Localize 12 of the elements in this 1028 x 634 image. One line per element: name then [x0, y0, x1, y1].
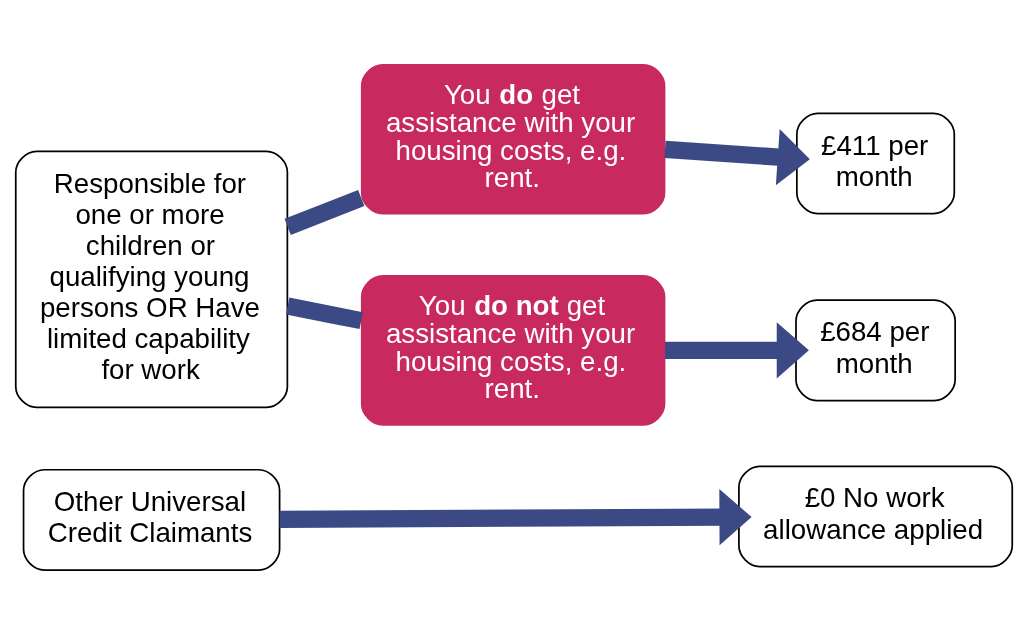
node-box: You do get assistance with your housing costs, e.g. rent.	[360, 63, 666, 215]
node-box: £0 No work allowance applied	[738, 464, 1014, 567]
node-box: You do not get assistance with your housing costs, e.g. rent.	[360, 274, 666, 426]
arrow	[279, 488, 752, 545]
node-box: £684 per month	[795, 298, 956, 401]
node-box: Other Universal Credit Claimants	[22, 468, 281, 571]
node-box: £411 per month	[796, 112, 956, 215]
arrow	[664, 128, 810, 185]
connector	[286, 297, 363, 329]
arrow	[665, 321, 809, 378]
node-box: Responsible for one or more children or qualifying young persons OR Have limited capability for work	[14, 150, 289, 408]
connector	[284, 189, 365, 235]
